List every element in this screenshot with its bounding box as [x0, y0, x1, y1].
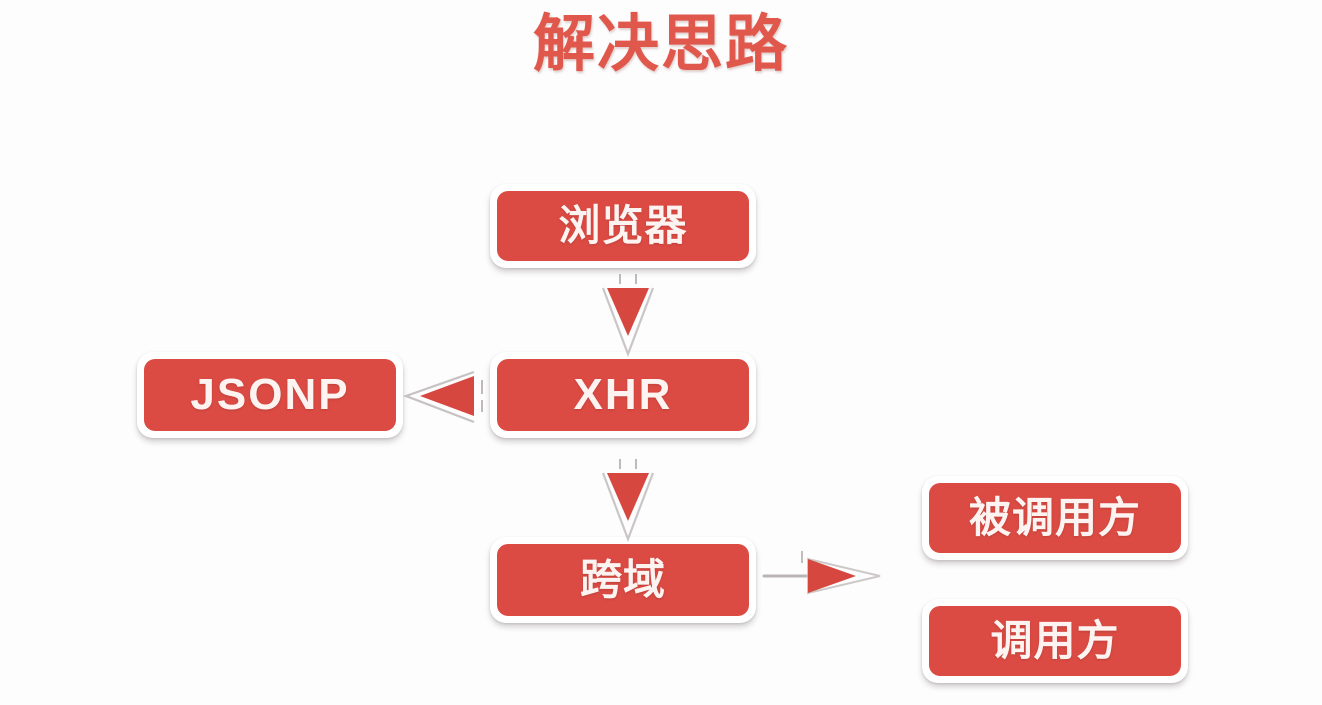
node-caller-body: 调用方 — [929, 606, 1181, 676]
node-cross-origin-label: 跨域 — [579, 556, 666, 603]
arrow-down-icon-xhr-to-cross-origin — [601, 459, 655, 543]
node-caller[interactable]: 调用方 — [922, 599, 1188, 683]
node-caller-label: 调用方 — [990, 617, 1120, 664]
node-browser-label: 浏览器 — [558, 202, 688, 249]
arrow-down-icon-browser-to-xhr — [601, 274, 655, 358]
arrow-right-icon-cross-origin-to-parties — [762, 551, 881, 595]
node-xhr[interactable]: XHR — [490, 352, 756, 438]
node-jsonp-body: JSONP — [144, 359, 396, 431]
node-jsonp-label: JSONP — [190, 370, 350, 419]
node-cross-origin-body: 跨域 — [497, 544, 749, 616]
node-jsonp[interactable]: JSONP — [137, 352, 403, 438]
node-xhr-body: XHR — [497, 359, 749, 431]
node-callee-body: 被调用方 — [929, 483, 1181, 553]
page-title: 解决思路 — [532, 10, 789, 79]
arrow-left-icon-xhr-to-jsonp — [402, 370, 483, 424]
node-browser[interactable]: 浏览器 — [490, 184, 756, 268]
node-xhr-label: XHR — [573, 370, 673, 419]
node-browser-body: 浏览器 — [497, 191, 749, 261]
node-callee-label: 被调用方 — [968, 494, 1141, 541]
node-cross-origin[interactable]: 跨域 — [490, 537, 756, 623]
node-callee[interactable]: 被调用方 — [922, 476, 1188, 560]
